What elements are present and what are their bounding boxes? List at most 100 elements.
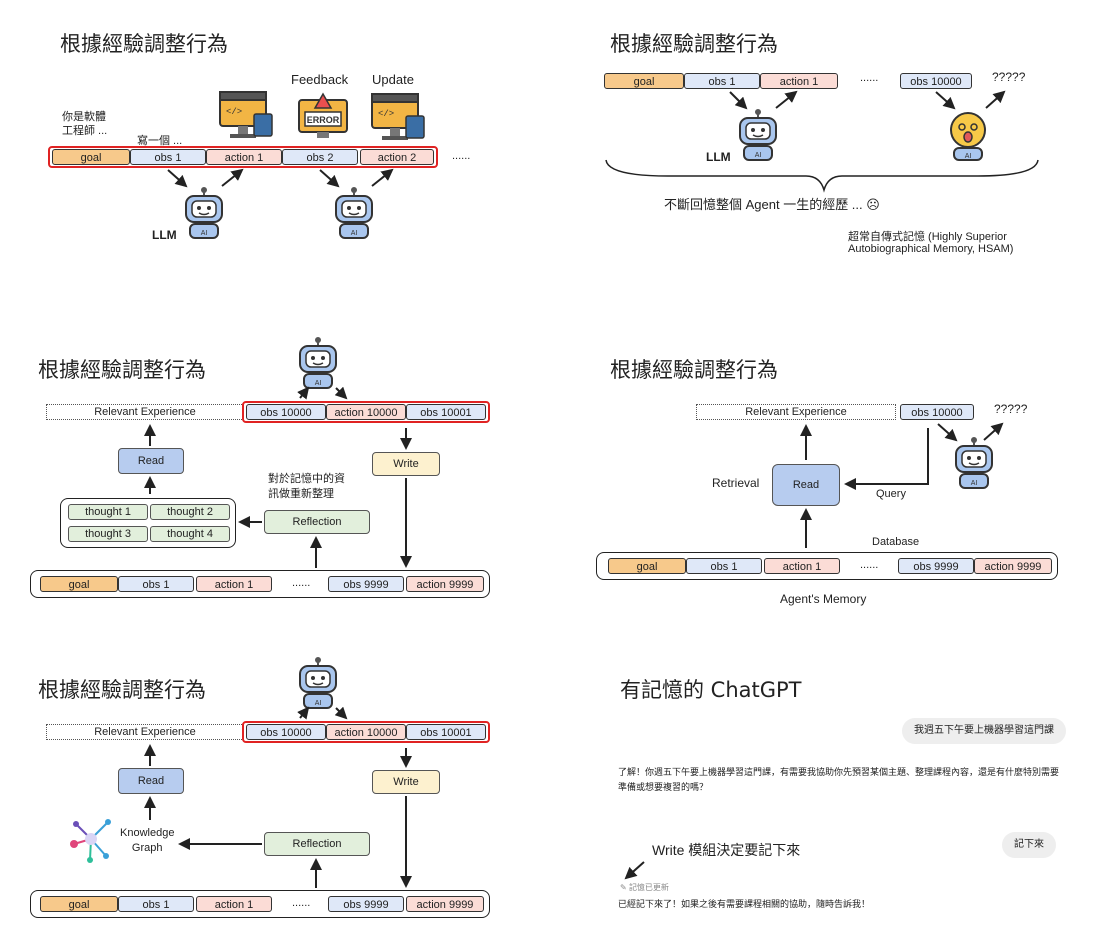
robot-icon: AI (952, 436, 996, 494)
slide-title: 根據經驗調整行為 (60, 32, 228, 56)
cell-action-10000: action 10000 (326, 404, 406, 420)
slide-3: 根據經驗調整行為 AI Relevant Experience obs 1000… (10, 318, 550, 618)
cell-action-1: action 1 (206, 149, 282, 165)
annotation-arrow (624, 861, 645, 880)
slide-5: 根據經驗調整行為 AI Relevant Experience obs 1000… (10, 636, 550, 936)
slide-title: 根據經驗調整行為 (38, 358, 206, 382)
cell-action-10000: action 10000 (326, 724, 406, 740)
caption: 不斷回憶整個 Agent 一生的經歷 ... ☹ (664, 197, 880, 212)
knowledge-graph-icon (66, 814, 116, 868)
update-monitor-icon: </> (370, 92, 426, 148)
ellipsis: ...... (452, 150, 471, 162)
error-icon: ERROR (297, 92, 353, 146)
cell-goal: goal (40, 896, 118, 912)
read-module: Read (772, 464, 840, 506)
reflection-note: 對於記憶中的資 訊做重新整理 (268, 473, 345, 500)
flow-arrows (800, 422, 1004, 548)
query-label: Query (876, 488, 906, 500)
assistant-reply: 了解！你週五下午要上機器學習這門課，有需要我協助你先預習某個主題、整理課程內容，… (618, 768, 1060, 793)
write-label: 寫一個 ... (137, 135, 183, 147)
cell-obs-10000: obs 10000 (900, 404, 974, 420)
svg-text:AI: AI (755, 152, 762, 159)
svg-text:AI: AI (351, 230, 358, 237)
flow-arrows (144, 386, 412, 568)
error-text: ERROR (307, 115, 340, 125)
cell-obs-1: obs 1 (130, 149, 206, 165)
current-context-frame (242, 721, 490, 743)
cell-obs-1: obs 1 (118, 896, 194, 912)
cell-action-2: action 2 (360, 149, 434, 165)
retrieval-label: Retrieval (712, 476, 760, 490)
read-module: Read (118, 448, 184, 474)
cell-action-1: action 1 (196, 576, 272, 592)
assistant-reply: 已經記下來了！如果之後有需要課程相關的協助，隨時告訴我！ (618, 900, 871, 910)
slide-1: 根據經驗調整行為 你是軟體 工程師 ... 寫一個 ... Feedback U… (10, 10, 550, 310)
memory-updated-text: 記憶已更新 (628, 883, 669, 892)
hsam-line-2: Autobiographical Memory, HSAM) (848, 243, 1014, 255)
thought-4: thought 4 (150, 526, 230, 542)
robot-icon: AI (296, 656, 340, 714)
reflection-module: Reflection (264, 832, 370, 856)
cell-obs-1: obs 1 (684, 73, 760, 89)
svg-text:AI: AI (315, 380, 322, 387)
cell-obs-9999: obs 9999 (898, 558, 974, 574)
flow-arrows (144, 706, 412, 888)
cell-obs-10001: obs 10001 (406, 724, 486, 740)
svg-text:AI: AI (201, 230, 208, 237)
memory-frame (30, 890, 490, 918)
memory-frame (30, 570, 490, 598)
slide-6: 有記憶的 ChatGPT 我週五下午要上機器學習這門課 了解！你週五下午要上機器… (558, 636, 1098, 936)
question-marks: ????? (994, 402, 1028, 416)
memory-updated-icon: ✎ (620, 883, 627, 892)
robot-icon: AI (296, 336, 340, 394)
cell-goal: goal (52, 149, 130, 165)
thoughts-frame (60, 498, 236, 548)
reflection-module: Reflection (264, 510, 370, 534)
cell-obs-9999: obs 9999 (328, 896, 404, 912)
robot-icon: AI (332, 186, 376, 244)
update-label: Update (372, 72, 414, 87)
svg-text:AI: AI (965, 153, 972, 160)
ellipsis: ...... (292, 577, 311, 589)
ellipsis: ...... (860, 72, 879, 84)
user-message-bubble: 我週五下午要上機器學習這門課 (902, 718, 1066, 744)
context-frame (48, 146, 438, 168)
slide-title: 根據經驗調整行為 (610, 358, 778, 382)
slide-title: 根據經驗調整行為 (38, 678, 206, 702)
cell-obs-9999: obs 9999 (328, 576, 404, 592)
knowledge-graph-label: Knowledge Graph (120, 827, 175, 854)
code-monitor-icon: </> (218, 90, 274, 146)
cell-goal: goal (604, 73, 684, 89)
cell-obs-10000: obs 10000 (900, 73, 972, 89)
cell-obs-10000: obs 10000 (246, 404, 326, 420)
relevant-experience-slot: Relevant Experience (696, 404, 896, 420)
llm-label: LLM (152, 228, 177, 242)
write-module: Write (372, 770, 440, 794)
database-label: Database (872, 536, 920, 548)
slide-4: 根據經驗調整行為 Relevant Experience obs 10000 ?… (558, 318, 1098, 618)
current-context-frame (242, 401, 490, 423)
memory-frame (596, 552, 1058, 580)
ellipsis: ...... (292, 897, 311, 909)
cell-obs-1: obs 1 (686, 558, 762, 574)
robot-icon: AI (182, 186, 226, 244)
cell-obs-1: obs 1 (118, 576, 194, 592)
write-annotation: Write 模組決定要記下來 (652, 842, 801, 858)
cell-action-1: action 1 (760, 73, 838, 89)
cell-action-9999: action 9999 (974, 558, 1052, 574)
cell-action-9999: action 9999 (406, 576, 484, 592)
robot-icon: AI (736, 108, 780, 166)
flow-arrows (605, 90, 1039, 193)
cell-action-1: action 1 (764, 558, 840, 574)
overwhelmed-robot-icon: AI (946, 108, 990, 166)
thought-1: thought 1 (68, 504, 148, 520)
read-module: Read (118, 768, 184, 794)
slide-title: 根據經驗調整行為 (610, 32, 778, 56)
feedback-label: Feedback (291, 72, 349, 87)
svg-text:AI: AI (971, 480, 978, 487)
cell-goal: goal (608, 558, 686, 574)
question-marks: ????? (992, 70, 1026, 84)
svg-text:AI: AI (315, 700, 322, 707)
hsam-line-1: 超常自傳式記憶 (Highly Superior (848, 231, 1007, 243)
cell-obs-10001: obs 10001 (406, 404, 486, 420)
